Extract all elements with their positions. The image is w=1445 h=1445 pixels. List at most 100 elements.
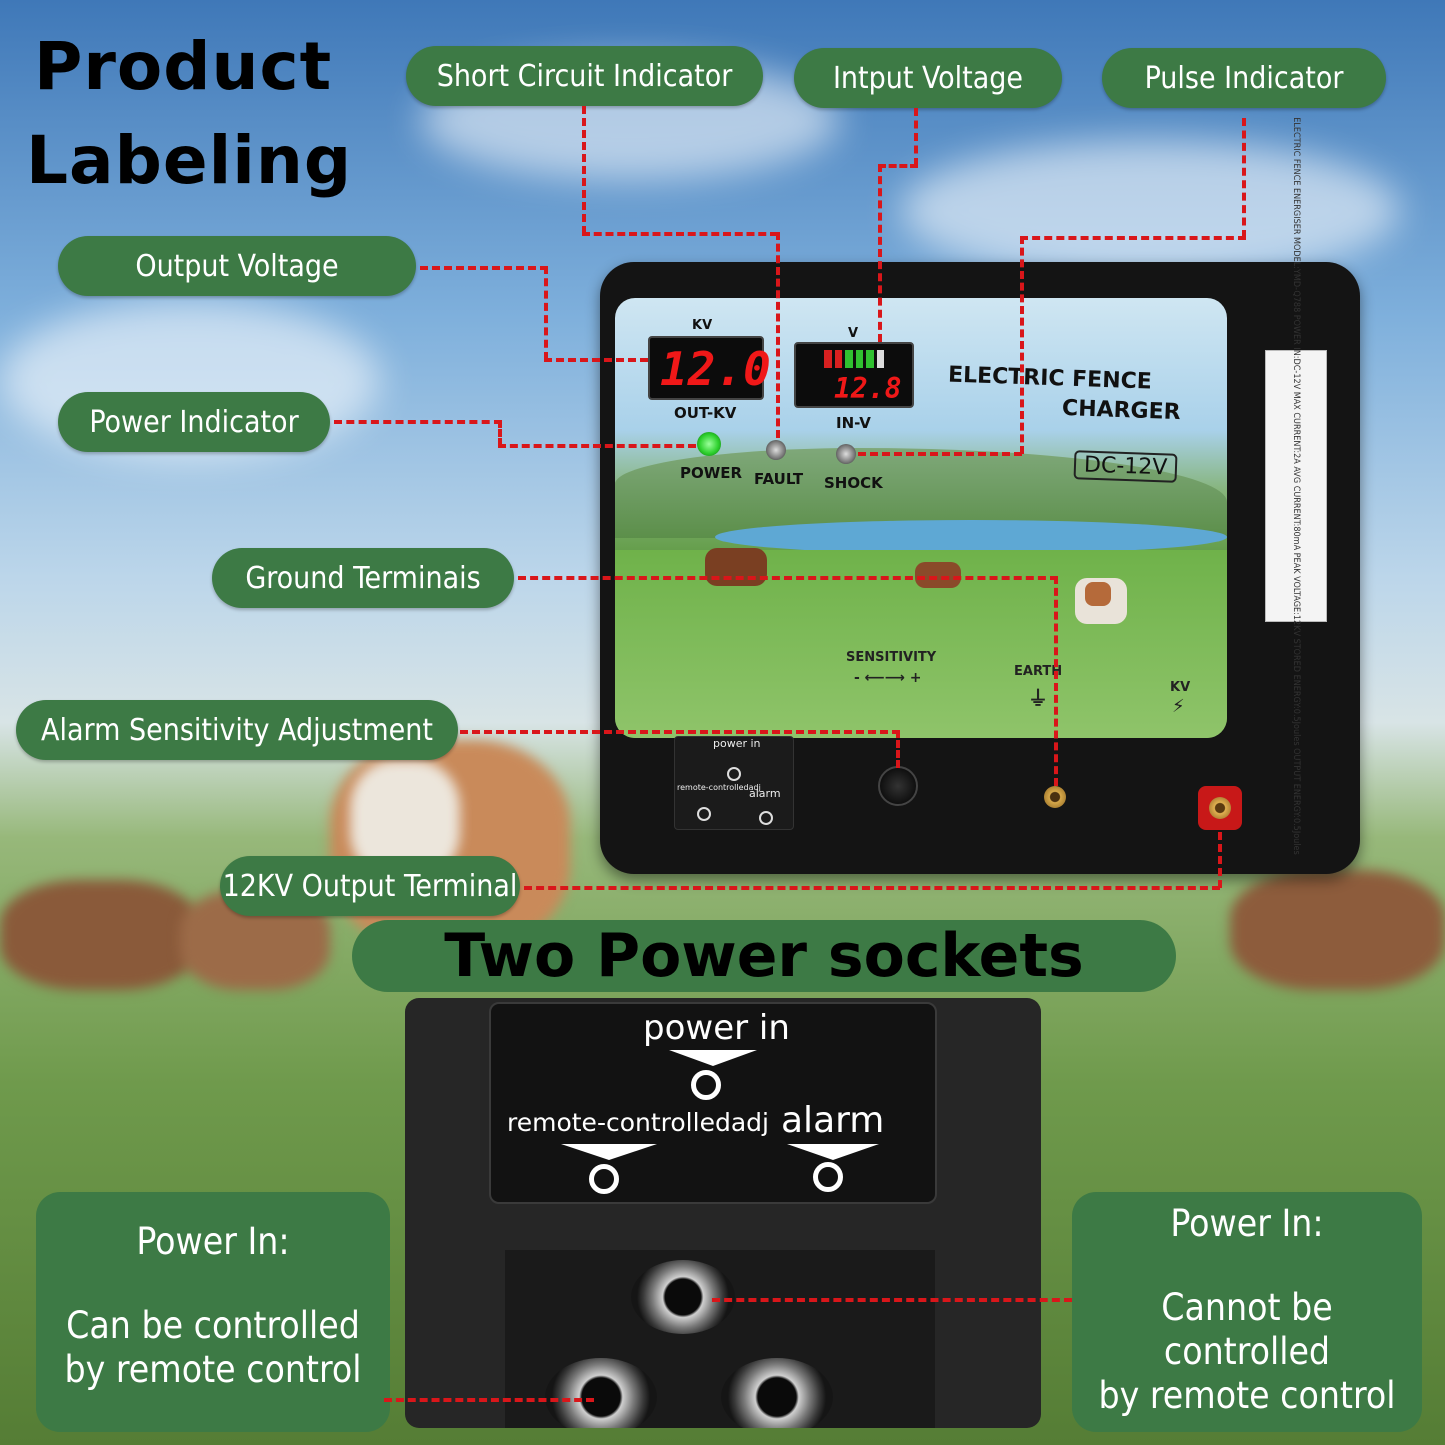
leader-line (420, 266, 548, 270)
cow-spot (1085, 582, 1111, 606)
leader-line (712, 1298, 1072, 1302)
leader-line (1218, 832, 1222, 888)
leader-line (896, 730, 900, 768)
battery-bar (824, 350, 884, 368)
leader-line (544, 358, 648, 362)
leader-line (914, 108, 918, 166)
blurred-cow (0, 880, 200, 990)
panel-title-line-2: CHARGER (1061, 395, 1181, 426)
cow (915, 562, 961, 588)
section-title-banner: Two Power sockets (352, 920, 1176, 992)
dc-voltage-badge: DC-12V (1073, 450, 1178, 483)
closeup-alarm-label: alarm (781, 1100, 885, 1141)
callout-power-indicator: Power Indicator (58, 392, 330, 452)
socket-alarm-icon (759, 811, 773, 825)
output-terminal[interactable] (1198, 786, 1242, 830)
arrow-icon (669, 1050, 757, 1066)
v-unit-label: V (848, 326, 859, 341)
leader-line (524, 886, 1220, 890)
in-v-label: IN-V (836, 414, 871, 432)
leader-line (460, 730, 900, 734)
leader-line (582, 106, 586, 234)
leader-line (544, 266, 548, 360)
callout-output-voltage: Output Voltage (58, 236, 416, 296)
callout-input-voltage: Intput Voltage (794, 48, 1062, 108)
shock-label: SHOCK (824, 474, 883, 492)
remote-controlled-info-box: Power In: Can be controlled by remote co… (36, 1192, 390, 1432)
socket-remote-label: remote-controlledadj (677, 783, 761, 792)
river (715, 520, 1227, 554)
arrow-icon (787, 1144, 879, 1160)
socket-remote-icon (697, 807, 711, 821)
callout-pulse-indicator: Pulse Indicator (1102, 48, 1386, 108)
power-in-socket-top[interactable] (631, 1260, 735, 1334)
leader-line (498, 420, 502, 446)
spec-sticker-text: ELECTRIC FENCE ENERGISER MODEL:YMD-Q788 … (1291, 117, 1301, 855)
spec-sticker: ELECTRIC FENCE ENERGISER MODEL:YMD-Q788 … (1265, 117, 1327, 855)
closeup-remote-label: remote-controlledadj (507, 1108, 769, 1137)
info-heading: Power In: (136, 1220, 290, 1263)
info-heading: Power In: (1170, 1202, 1324, 1245)
leader-line (384, 1398, 594, 1402)
sensitivity-knob[interactable] (878, 766, 918, 806)
sensitivity-scale: - ⟵⟶ + (854, 670, 922, 686)
fault-led (766, 440, 786, 460)
ground-terminal[interactable] (1044, 786, 1066, 808)
input-v-display: 12.8 (794, 342, 914, 408)
leader-line (498, 444, 696, 448)
power-label: POWER (680, 464, 743, 482)
callout-short-circuit-indicator: Short Circuit Indicator (406, 46, 763, 106)
socket-alarm-label: alarm (749, 787, 781, 800)
section-title: Two Power sockets (444, 921, 1084, 991)
closeup-power-in-icon (691, 1070, 721, 1100)
leader-line (878, 164, 918, 168)
kv-terminal-label: KV (1170, 680, 1191, 695)
fault-label: FAULT (754, 470, 804, 488)
power-led (697, 432, 721, 456)
kv-unit-label: KV (692, 318, 713, 333)
closeup-alarm-icon (813, 1162, 843, 1192)
title-line-2: Labeling (26, 122, 353, 199)
leader-line (1020, 236, 1246, 240)
info-line: by remote control (64, 1348, 362, 1391)
output-kv-display: 12.0 (648, 336, 771, 400)
leader-line (1242, 118, 1246, 238)
closeup-label-plate: power in remote-controlledadj alarm (489, 1002, 937, 1204)
lightning-icon: ⚡ (1172, 696, 1185, 717)
leader-line (1054, 576, 1058, 786)
sensitivity-label: SENSITIVITY (846, 650, 937, 665)
leader-line (776, 232, 780, 438)
socket-power-in-icon (727, 767, 741, 781)
non-remote-info-box: Power In: Cannot be controlled by remote… (1072, 1192, 1422, 1432)
closeup-remote-icon (589, 1164, 619, 1194)
kv-readout: 12.0 (660, 342, 771, 396)
title-line-1: Product (34, 28, 333, 105)
blurred-cow (1230, 870, 1445, 990)
socket-power-in-label: power in (713, 737, 761, 750)
callout-ground-terminals: Ground Terminais (212, 548, 514, 608)
v-readout: 12.8 (834, 372, 902, 405)
socket-plate: power in remote-controlledadj alarm (674, 736, 794, 830)
info-line: Can be controlled (66, 1304, 360, 1347)
info-line: by remote control (1098, 1374, 1396, 1417)
leader-line (334, 420, 502, 424)
shock-led (836, 444, 856, 464)
arrow-icon (561, 1144, 657, 1160)
leader-line (858, 452, 1022, 456)
power-in-socket-left[interactable] (545, 1358, 657, 1428)
callout-output-terminal: 12KV Output Terminal (220, 856, 520, 916)
info-line: Cannot be (1161, 1286, 1333, 1329)
socket-closeup: power in remote-controlledadj alarm (405, 998, 1041, 1428)
leader-line (878, 164, 882, 342)
leader-line (582, 232, 778, 236)
leader-line (518, 576, 1058, 580)
leader-line (1020, 236, 1024, 454)
alarm-socket[interactable] (721, 1358, 833, 1428)
closeup-power-in-label: power in (643, 1008, 790, 1048)
page-title: Product Labeling (26, 20, 352, 208)
earth-icon: ⏚ (1028, 686, 1048, 710)
callout-alarm-sensitivity: Alarm Sensitivity Adjustment (16, 700, 458, 760)
earth-label: EARTH (1014, 664, 1063, 679)
out-kv-label: OUT-KV (674, 404, 737, 422)
